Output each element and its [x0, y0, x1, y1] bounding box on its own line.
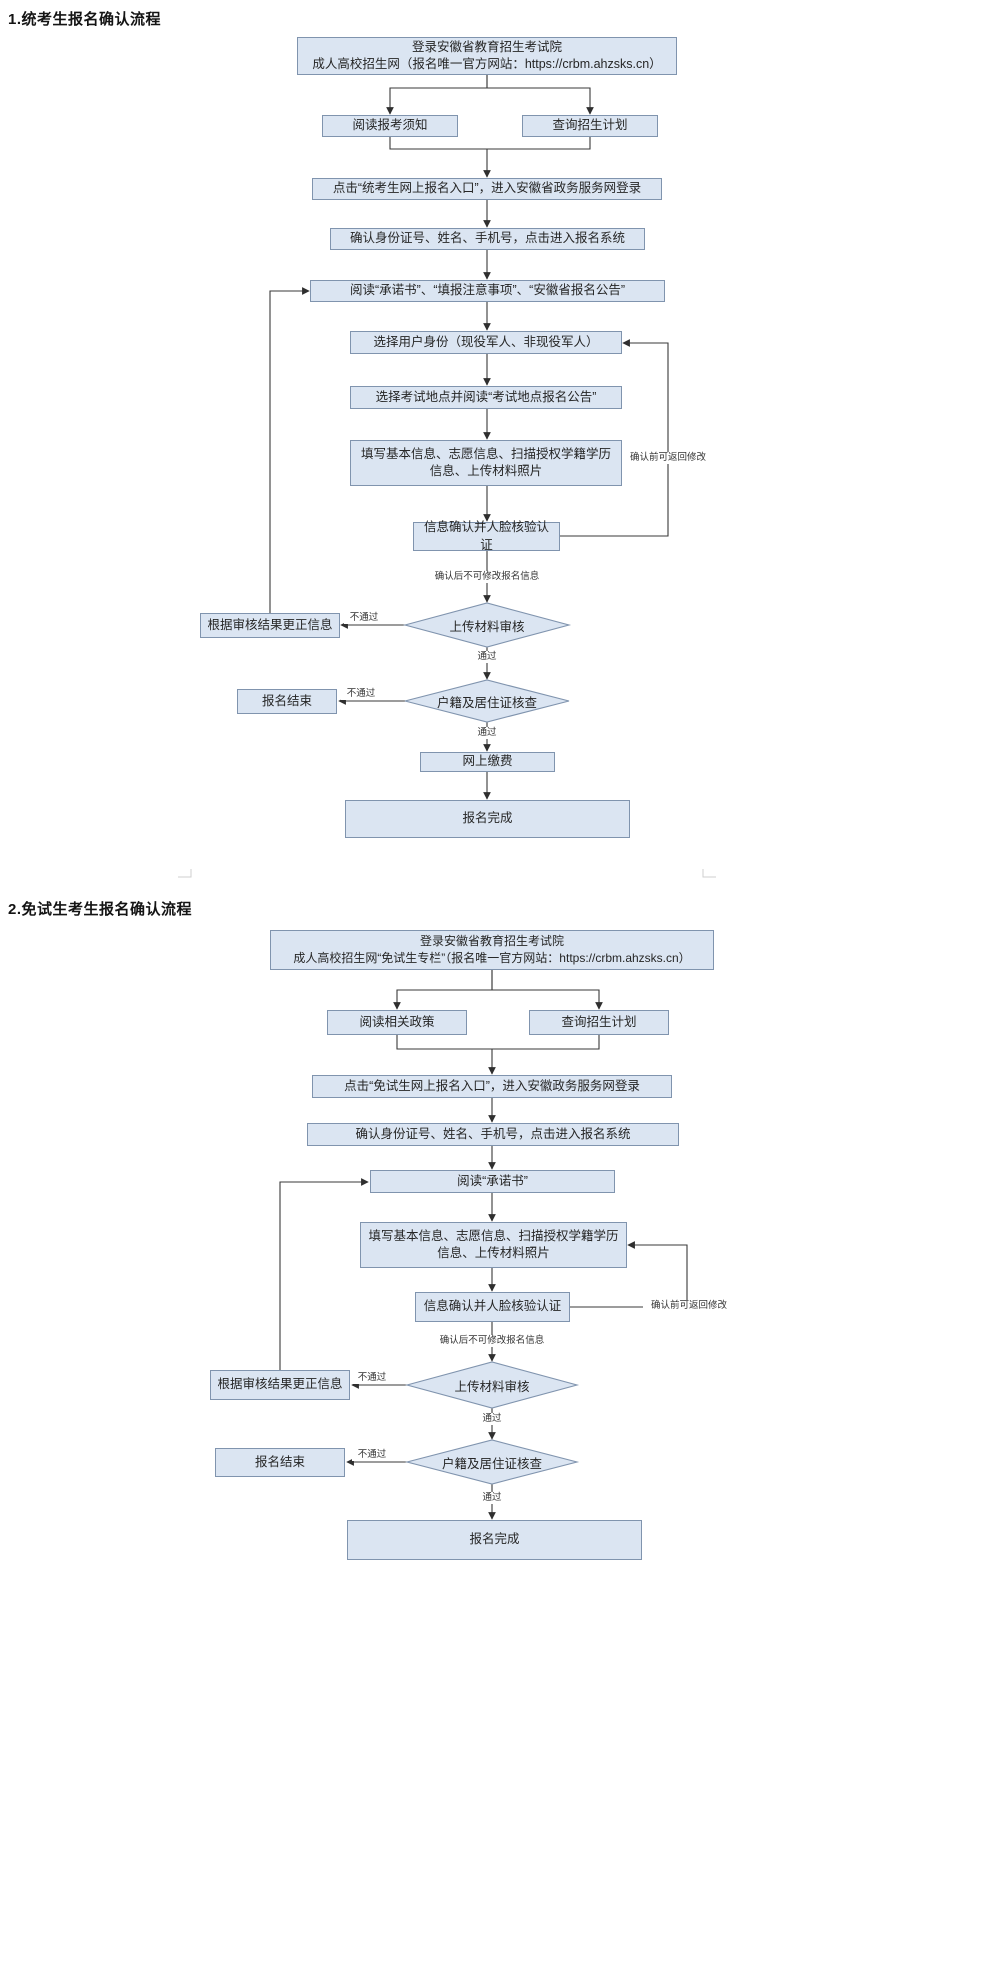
flow2-residence-check-diamond [404, 1439, 580, 1485]
flow2-material-review-diamond [404, 1361, 580, 1409]
flow1-read-commitment-node: 阅读“承诺书”、“填报注意事项”、“安徽省报名公告” [310, 280, 665, 302]
flow2-title: 2.免试生考生报名确认流程 [8, 901, 193, 918]
flow1-material-review-diamond [402, 602, 572, 648]
flow2-confirm-identity-node: 确认身份证号、姓名、手机号，点击进入报名系统 [307, 1123, 679, 1146]
flow1-pay-online-node: 网上缴费 [420, 752, 555, 772]
flow1-locked-after-confirm-label: 确认后不可修改报名信息 [430, 571, 544, 583]
flow2-material-review-label: 上传材料审核 [454, 1379, 530, 1394]
flow1-click-entry-node: 点击“统考生网上报名入口”，进入安徽省政务服务网登录 [312, 178, 662, 200]
flow2-start-node: 登录安徽省教育招生考试院 成人高校招生网“免试生专栏”（报名唯一官方网站：htt… [270, 930, 714, 970]
flow1-read-notice-node: 阅读报考须知 [322, 115, 458, 137]
flow2-click-entry-node: 点击“免试生网上报名入口”，进入安徽政务服务网登录 [312, 1075, 672, 1098]
flow2-residence-check-pass-label: 通过 [473, 1492, 511, 1504]
flow1-editable-before-confirm-label: 确认前可返回修改 [622, 452, 714, 464]
flow1-select-user-type-node: 选择用户身份（现役军人、非现役军人） [350, 331, 622, 354]
flow1-residence-check-label: 户籍及居住证核查 [436, 695, 537, 710]
flow2-end-registration-node: 报名结束 [215, 1448, 345, 1477]
flow1-residence-check-fail-label: 不通过 [341, 688, 381, 700]
flow1-material-review-pass-label: 通过 [468, 651, 506, 663]
flow1-title: 1.统考生报名确认流程 [8, 11, 162, 28]
flow1-residence-check-diamond [404, 679, 570, 723]
flow2-material-review-pass-label: 通过 [473, 1413, 511, 1425]
flow2-material-review-fail-label: 不通过 [352, 1372, 392, 1384]
flow1-query-plan-node: 查询招生计划 [522, 115, 658, 137]
flow2-correct-info-node: 根据审核结果更正信息 [210, 1370, 350, 1400]
flow2-editable-before-confirm-label: 确认前可返回修改 [643, 1300, 735, 1312]
flow2-fill-info-node: 填写基本信息、志愿信息、扫描授权学籍学历信息、上传材料照片 [360, 1222, 627, 1268]
flow2-read-commitment-node: 阅读“承诺书” [370, 1170, 615, 1193]
flow1-confirm-identity-node: 确认身份证号、姓名、手机号，点击进入报名系统 [330, 228, 645, 250]
flow2-complete-node: 报名完成 [347, 1520, 642, 1560]
flow2-query-plan-node: 查询招生计划 [529, 1010, 669, 1035]
flow2-face-verify-node: 信息确认并人脸核验认证 [415, 1292, 570, 1322]
flow1-end-registration-node: 报名结束 [237, 689, 337, 714]
page-break-marks [178, 869, 716, 878]
flow1-face-verify-node: 信息确认并人脸核验认证 [413, 520, 560, 552]
flow2-residence-check-label: 户籍及居住证核查 [441, 1456, 542, 1471]
flow1-connectors [269, 75, 669, 800]
flow1-material-review-fail-label: 不通过 [344, 612, 384, 624]
flow1-material-review-label: 上传材料审核 [449, 619, 525, 634]
flow1-correct-info-node: 根据审核结果更正信息 [200, 613, 340, 638]
flow1-residence-check-pass-label: 通过 [468, 727, 506, 739]
flow2-connectors [279, 970, 688, 1520]
flow1-complete-node: 报名完成 [345, 800, 630, 838]
flow2-locked-after-confirm-label: 确认后不可修改报名信息 [435, 1335, 549, 1347]
flow1-start-node: 登录安徽省教育招生考试院 成人高校招生网（报名唯一官方网站：https://cr… [297, 37, 677, 75]
flow1-fill-info-node: 填写基本信息、志愿信息、扫描授权学籍学历信息、上传材料照片 [350, 440, 622, 486]
flow2-residence-check-fail-label: 不通过 [352, 1449, 392, 1461]
flow2-read-policy-node: 阅读相关政策 [327, 1010, 467, 1035]
flow1-select-exam-site-node: 选择考试地点并阅读“考试地点报名公告” [350, 386, 622, 409]
